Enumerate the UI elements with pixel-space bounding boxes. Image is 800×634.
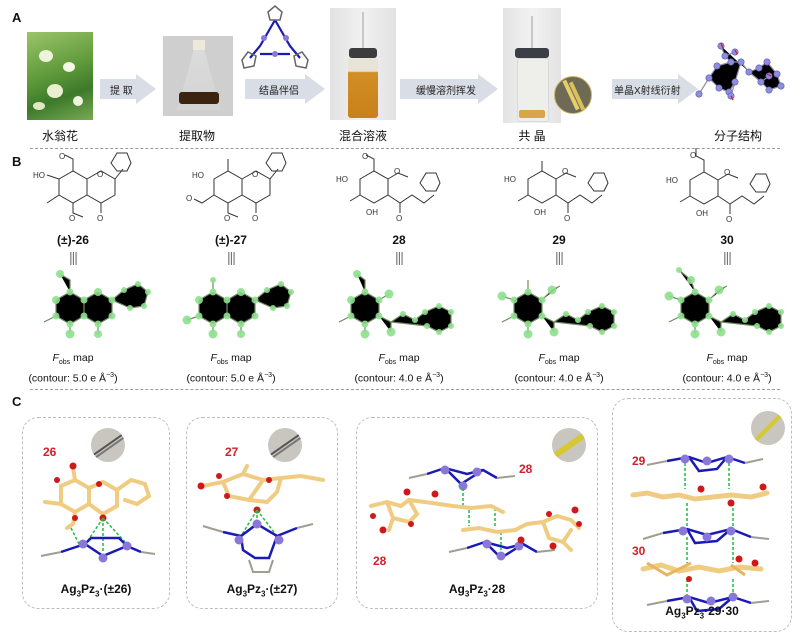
fobs-caption-29: Fobs map (contour: 4.0 e Å−3) xyxy=(514,352,604,385)
crystal-photo-26 xyxy=(91,428,125,462)
crystal-photo-29-30 xyxy=(751,411,785,445)
step-caption-solution: 混合溶液 xyxy=(338,129,387,143)
equiv-mark: ||| xyxy=(69,249,78,265)
equiv-mark: ||| xyxy=(555,249,564,265)
flask-photo xyxy=(163,36,233,116)
panel-a-letter: A xyxy=(12,10,22,25)
step-caption-flower: 水翁花 xyxy=(41,129,78,143)
fobs-caption-27: Fobs map (contour: 5.0 e Å−3) xyxy=(186,352,276,385)
arrow-extract-label: 提 取 xyxy=(110,86,133,97)
equiv-mark: ||| xyxy=(395,249,404,265)
svg-text:O: O xyxy=(690,151,696,160)
cocrystal-box-28: 28 28 Ag3Pz3·28 xyxy=(356,417,598,609)
vial-cocrystal-photo xyxy=(503,8,561,123)
svg-text:O: O xyxy=(97,214,103,223)
svg-text:O: O xyxy=(562,167,568,176)
svg-text:O: O xyxy=(724,168,730,177)
svg-text:O: O xyxy=(59,152,65,161)
flower-photo xyxy=(27,32,93,120)
svg-text:O: O xyxy=(186,194,192,203)
arrow-xray-diffraction: 单晶X射线衍射 xyxy=(612,74,698,104)
crystal-photo-28 xyxy=(552,428,586,462)
fobs-caption-30: Fobs map (contour: 4.0 e Å−3) xyxy=(682,352,772,385)
section-divider-bc xyxy=(30,389,780,390)
svg-text:O: O xyxy=(224,214,230,223)
svg-text:HO: HO xyxy=(192,171,204,180)
cocrystal-title-29-30: Ag3Pz3·29·30 xyxy=(665,604,739,621)
molecule-label-30: 30 xyxy=(632,544,646,558)
svg-text:O: O xyxy=(394,167,400,176)
compound-label-26: (±)-26 xyxy=(57,233,89,247)
equiv-mark: ||| xyxy=(723,249,732,265)
ag-atom xyxy=(261,35,267,41)
svg-text:O: O xyxy=(252,214,258,223)
molecule-label-28-top: 28 xyxy=(519,462,533,476)
svg-text:O: O xyxy=(726,215,732,224)
panel-b-letter: B xyxy=(12,154,22,169)
compound-label-28: 28 xyxy=(392,233,406,247)
svg-text:O: O xyxy=(396,214,402,223)
cocrystal-structure-27 xyxy=(197,464,325,573)
density-map-27 xyxy=(182,277,294,339)
compound-label-27: (±)-27 xyxy=(215,233,247,247)
arrow-chaperone-label: 结晶伴侣 xyxy=(259,86,299,97)
ag-atom xyxy=(272,51,278,57)
fobs-caption-26: Fobs map (contour: 5.0 e Å−3) xyxy=(28,352,118,385)
cocrystal-structure-28 xyxy=(369,465,582,561)
molecule-label-26: 26 xyxy=(43,445,57,459)
fobs-caption-28: Fobs map (contour: 4.0 e Å−3) xyxy=(354,352,444,385)
svg-text:OH: OH xyxy=(534,208,546,217)
density-map-26 xyxy=(43,270,151,339)
svg-text:O: O xyxy=(362,152,368,161)
compound-label-29: 29 xyxy=(552,233,566,247)
density-map-28 xyxy=(338,270,454,339)
svg-text:HO: HO xyxy=(666,176,678,185)
equiv-mark: ||| xyxy=(227,249,236,265)
step-caption-structure: 分子结构 xyxy=(713,129,762,143)
density-map-30 xyxy=(664,267,784,339)
ag3pz3-trimer-icon xyxy=(241,5,309,69)
svg-text:O: O xyxy=(252,170,258,179)
svg-text:HO: HO xyxy=(33,171,45,180)
molecular-structure xyxy=(695,42,785,101)
svg-text:O: O xyxy=(69,214,75,223)
svg-text:O: O xyxy=(97,170,103,179)
density-map-29 xyxy=(497,280,617,339)
crystal-magnified-inset xyxy=(554,76,592,114)
cocrystal-box-27: 27 Ag3Pz3·(±27) xyxy=(186,417,338,609)
cocrystal-title-28: Ag3Pz3·28 xyxy=(448,582,506,599)
step-caption-cocrystal: 共 晶 xyxy=(518,129,546,143)
crystal-photo-27 xyxy=(268,428,302,462)
cocrystal-title-26: Ag3Pz3·(±26) xyxy=(60,582,132,599)
svg-text:O: O xyxy=(564,214,570,223)
structure-29: HO O OH O xyxy=(504,161,609,223)
section-divider-ab xyxy=(30,148,780,149)
arrow-extract: 提 取 xyxy=(100,74,156,104)
structure-30: HO O O OH O xyxy=(666,148,771,224)
molecule-label-28-bottom: 28 xyxy=(373,554,387,568)
arrow-cocrystal-chaperone: 结晶伴侣 xyxy=(245,74,325,104)
molecule-label-27: 27 xyxy=(225,445,239,459)
step-caption-extract: 提取物 xyxy=(178,129,215,143)
svg-text:OH: OH xyxy=(366,208,378,217)
svg-text:HO: HO xyxy=(336,175,348,184)
structure-26: HO O O O O xyxy=(33,152,132,223)
cocrystal-box-29-30: 29 30 Ag3Pz3·29·30 xyxy=(612,398,792,632)
vial-solution-photo xyxy=(330,8,396,120)
cocrystal-structure-29-30 xyxy=(630,454,770,613)
cocrystal-box-26: 26 Ag3Pz3·(±26) xyxy=(22,417,170,609)
svg-text:HO: HO xyxy=(504,175,516,184)
structure-28: HO O O OH O xyxy=(336,152,441,223)
arrow-slow-evaporation: 缓慢溶剂挥发 xyxy=(400,74,498,104)
cocrystal-title-27: Ag3Pz3·(±27) xyxy=(226,582,298,599)
arrow-evaporation-label: 缓慢溶剂挥发 xyxy=(416,86,476,97)
panel-c-letter: C xyxy=(12,394,22,409)
molecule-label-29: 29 xyxy=(632,454,646,468)
arrow-xray-label: 单晶X射线衍射 xyxy=(614,86,681,97)
structure-27: HO O O O O xyxy=(186,152,287,223)
svg-text:OH: OH xyxy=(696,209,708,218)
cocrystal-structure-26 xyxy=(40,462,156,563)
ag-atom xyxy=(283,35,289,41)
compound-label-30: 30 xyxy=(720,233,734,247)
